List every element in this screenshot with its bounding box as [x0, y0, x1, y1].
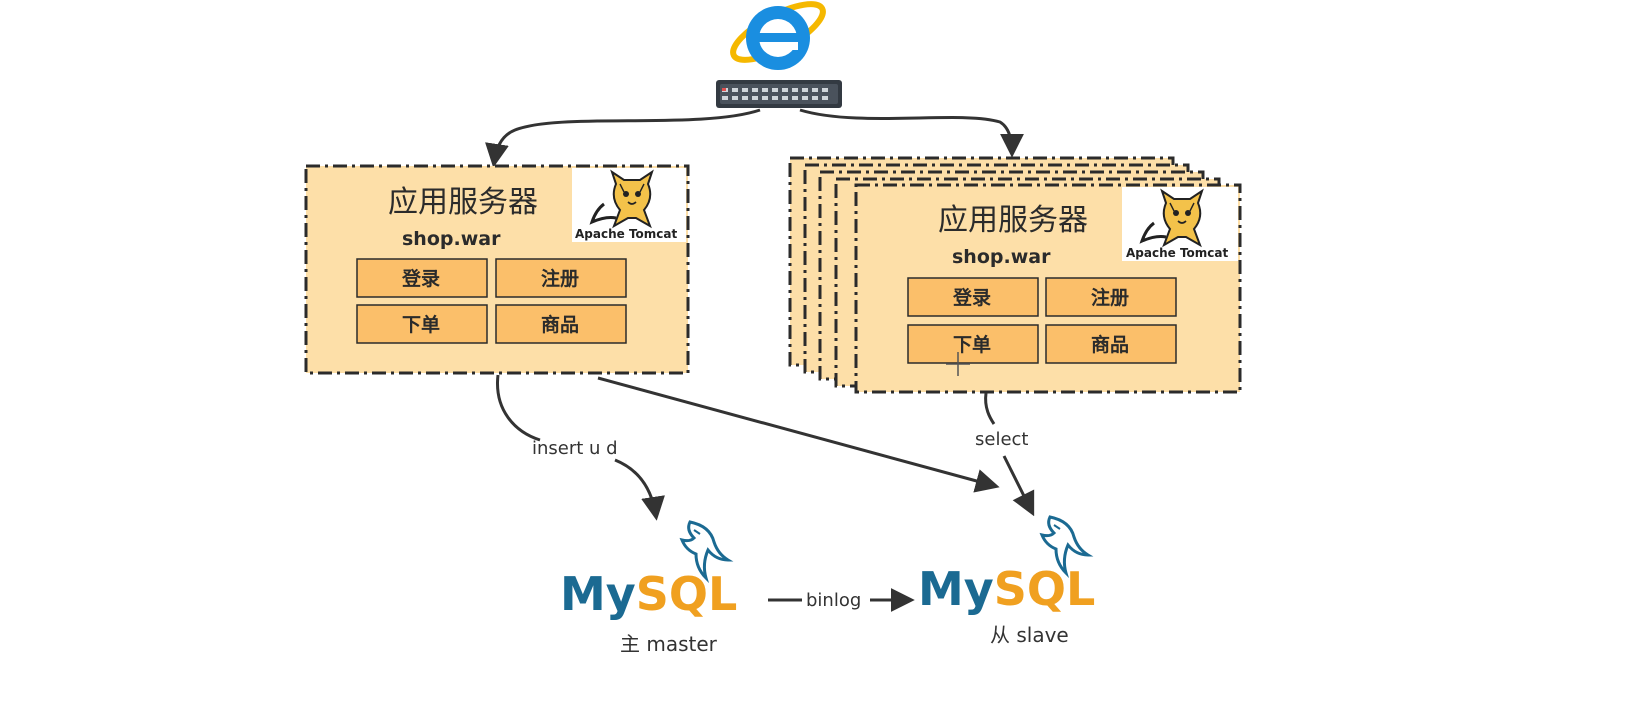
order-module[interactable]: 下单 [356, 304, 488, 344]
mysql-logo: MySQL [918, 562, 1095, 616]
war-label: shop.war [402, 228, 501, 250]
edge-select-to-slave [984, 392, 996, 425]
svg-text:下单: 下单 [402, 313, 440, 336]
select-label: select [975, 429, 1028, 450]
product-module[interactable]: 商品 [1045, 324, 1177, 364]
edge-select-to-slave-tail [1002, 455, 1035, 517]
edge-switch-to-left-server [485, 108, 761, 168]
app-server-stack-right: 应用服务器 shop.war Apache Tomcat 登录 注册 下单 [788, 156, 1242, 394]
svg-text:商品: 商品 [541, 313, 579, 336]
svg-text:登录: 登录 [952, 286, 991, 309]
svg-text:注册: 注册 [1091, 286, 1129, 309]
master-caption: 主 master [620, 632, 718, 656]
app-server-right: 应用服务器 shop.war Apache Tomcat 登录 注册 下单 [854, 183, 1242, 394]
svg-text:注册: 注册 [541, 267, 579, 290]
tomcat-logo: Apache Tomcat [1122, 187, 1238, 261]
order-module[interactable]: 下单 [907, 324, 1039, 364]
svg-text:商品: 商品 [1091, 333, 1129, 356]
edge-insert-to-master [496, 374, 541, 442]
insert-label: insert u d [532, 438, 618, 459]
ie-browser-icon [730, 1, 826, 70]
login-module[interactable]: 登录 [907, 277, 1039, 317]
cursor-crosshair [946, 352, 970, 376]
tomcat-label: Apache Tomcat [1126, 246, 1228, 260]
app-server-left: 应用服务器 shop.war Apache Tomcat 登录 注册 下单 商品 [304, 164, 690, 375]
slave-caption: 从 slave [990, 623, 1069, 647]
product-module[interactable]: 商品 [495, 304, 627, 344]
register-module[interactable]: 注册 [1045, 277, 1177, 317]
svg-text:下单: 下单 [953, 333, 991, 356]
server-title: 应用服务器 [938, 203, 1088, 238]
edge-insert-to-master-tail [614, 458, 665, 521]
network-switch-icon [716, 80, 842, 108]
register-module[interactable]: 注册 [495, 258, 627, 298]
edge-left-to-slave [597, 376, 1000, 493]
server-title: 应用服务器 [388, 185, 538, 220]
mysql-master: MySQL 主 master [560, 520, 737, 656]
mysql-slave: MySQL 从 slave [918, 515, 1095, 647]
tomcat-label: Apache Tomcat [575, 227, 677, 241]
war-label: shop.war [952, 246, 1051, 268]
edge-switch-to-right-servers [799, 108, 1024, 158]
binlog-label: binlog [806, 590, 861, 611]
tomcat-logo: Apache Tomcat [572, 168, 686, 242]
login-module[interactable]: 登录 [356, 258, 488, 298]
svg-text:登录: 登录 [401, 267, 440, 290]
mysql-logo: MySQL [560, 567, 737, 621]
